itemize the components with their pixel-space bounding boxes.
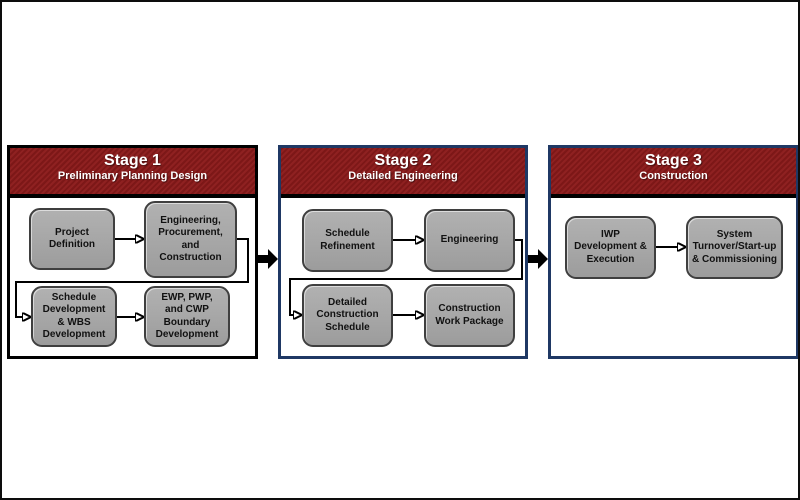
stage-1-subtitle: Preliminary Planning Design bbox=[57, 170, 208, 183]
stage-1-body: Project Definition Engineering, Procurem… bbox=[10, 198, 255, 355]
arrow-epc-wrap-to-schedule bbox=[15, 238, 249, 317]
box-engineering-procurement-construction: Engineering, Procurement, and Constructi… bbox=[144, 201, 237, 278]
stage-2-panel: Stage 2 Detailed Engineering Schedule Re… bbox=[278, 145, 528, 359]
box-iwp-development-execution: IWP Development & Execution bbox=[565, 216, 656, 279]
box-system-turnover-commissioning: System Turnover/Start-up & Commissioning bbox=[686, 216, 783, 279]
stage1-to-stage2-arrow bbox=[258, 249, 278, 269]
stage-2-body: Schedule Refinement Engineering Detailed… bbox=[281, 198, 525, 355]
box-ewp-pwp-cwp-boundary: EWP, PWP, and CWP Boundary Development bbox=[144, 286, 230, 347]
stage-3-flow-arrows bbox=[656, 198, 796, 355]
stage-1-panel: Stage 1 Preliminary Planning Design Proj… bbox=[7, 145, 258, 359]
stage-3-body: IWP Development & Execution System Turno… bbox=[551, 198, 796, 355]
stage-2-header: Stage 2 Detailed Engineering bbox=[281, 148, 525, 198]
stage-2-flow-arrows bbox=[289, 198, 523, 355]
stage2-to-stage3-arrow bbox=[528, 249, 548, 269]
box-construction-work-package: Construction Work Package bbox=[424, 284, 515, 347]
box-engineering: Engineering bbox=[424, 209, 515, 272]
box-schedule-wbs-development: Schedule Development & WBS Development bbox=[31, 286, 117, 347]
stage-2-title: Stage 2 bbox=[374, 152, 432, 169]
stage-3-header: Stage 3 Construction bbox=[551, 148, 796, 198]
stage-1-title: Stage 1 bbox=[104, 152, 161, 169]
stage-1-flow-arrows bbox=[15, 198, 249, 355]
stage-1-header: Stage 1 Preliminary Planning Design bbox=[10, 148, 255, 198]
stage-2-subtitle: Detailed Engineering bbox=[348, 170, 458, 183]
arrow-engineering-wrap-to-detailed bbox=[289, 239, 523, 315]
box-schedule-refinement: Schedule Refinement bbox=[302, 209, 393, 272]
stage-3-panel: Stage 3 Construction IWP Development & E… bbox=[548, 145, 798, 359]
stage-3-subtitle: Construction bbox=[639, 170, 708, 183]
box-project-definition: Project Definition bbox=[29, 208, 115, 270]
stage-3-title: Stage 3 bbox=[645, 152, 702, 169]
box-detailed-construction-schedule: Detailed Construction Schedule bbox=[302, 284, 393, 347]
